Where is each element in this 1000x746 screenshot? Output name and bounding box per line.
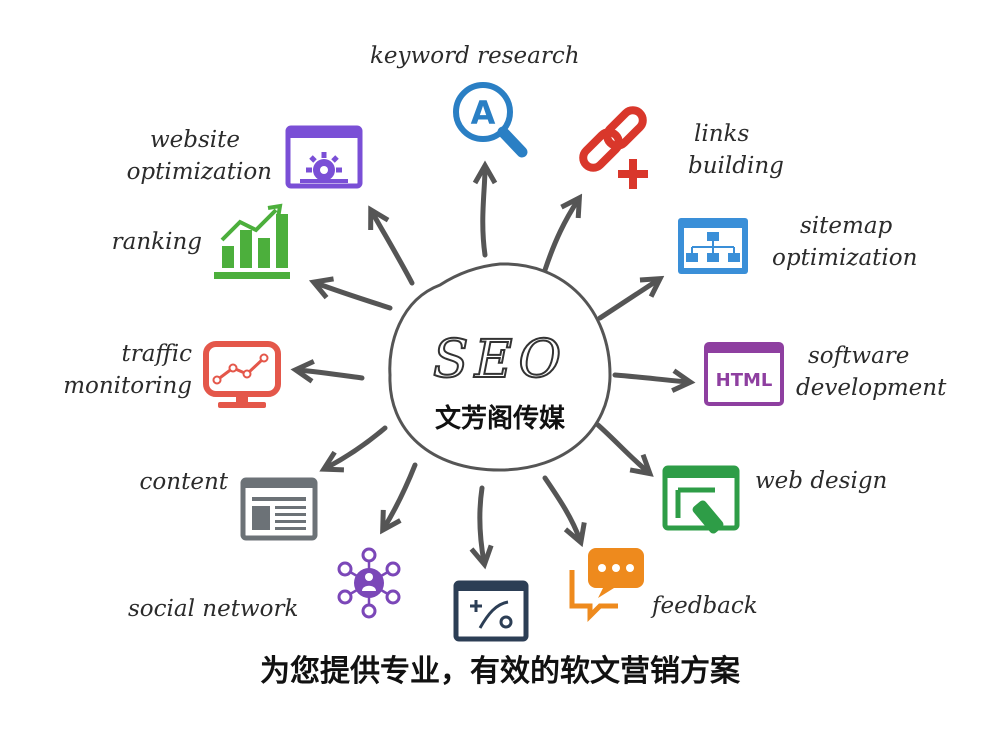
web-design-icon	[662, 465, 740, 534]
arrow-content	[319, 425, 388, 473]
arrow-ranking	[308, 276, 393, 311]
arrow-website-opt	[368, 205, 415, 286]
arrow-analytics	[469, 485, 494, 570]
html-icon: HTML	[704, 342, 784, 406]
arrow-software	[612, 368, 696, 393]
arrow-sitemap	[597, 275, 665, 321]
label-website-optimization: website optimization	[126, 127, 272, 185]
label-social-network: social network	[128, 596, 299, 622]
center-circle	[388, 262, 612, 472]
label-feedback: feedback	[652, 593, 758, 619]
bar-chart-icon	[214, 203, 290, 279]
label-ranking: ranking	[111, 229, 202, 255]
sitemap-icon	[678, 218, 748, 274]
label-content: content	[139, 469, 228, 495]
html-icon-text: HTML	[716, 370, 773, 391]
gear-window-icon	[285, 125, 363, 189]
analytics-window-icon	[453, 580, 529, 642]
label-software-development: software development	[796, 343, 947, 401]
label-links-building: links building	[688, 121, 784, 179]
chain-link-plus-icon	[579, 106, 648, 189]
brand-name: 文芳阁传媒	[434, 404, 565, 434]
arrow-web-design	[595, 422, 654, 477]
magnifier-a-icon: A	[453, 82, 528, 158]
label-keyword-research: keyword research	[370, 43, 580, 69]
seo-logo-text: SEO	[432, 329, 568, 391]
label-sitemap-optimization: sitemap optimization	[772, 213, 918, 271]
label-traffic-monitoring: traffic monitoring	[63, 341, 192, 399]
arrow-keyword-research	[472, 160, 498, 258]
arrow-social	[380, 462, 418, 535]
social-network-icon	[337, 547, 401, 619]
traffic-monitor-icon	[203, 341, 281, 408]
arrow-feedback	[542, 475, 587, 548]
label-web-design: web design	[755, 468, 888, 494]
content-page-icon	[240, 477, 318, 541]
arrow-links-building	[542, 193, 583, 273]
arrow-traffic	[290, 359, 365, 384]
svg-text:A: A	[471, 94, 496, 132]
speech-bubbles-icon	[569, 548, 644, 623]
tagline: 为您提供专业，有效的软文营销方案	[260, 654, 740, 689]
